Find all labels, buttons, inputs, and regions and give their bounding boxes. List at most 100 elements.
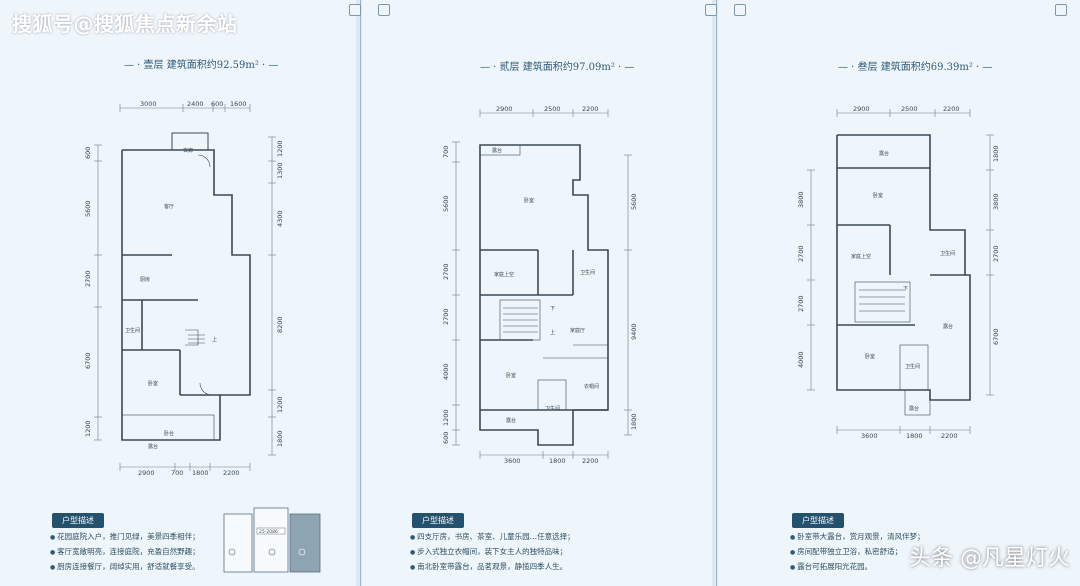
- desc-item: 露台可拓展阳光花园。: [790, 560, 925, 575]
- room-label: 家庭上空: [494, 271, 514, 278]
- floor-2-left-dim: 1200: [442, 409, 450, 426]
- floor-2-top-dim: 2200: [582, 105, 599, 113]
- floor-2-right-dim: 1800: [630, 413, 638, 430]
- floor-2-bottom-dim: 2200: [582, 457, 599, 465]
- room-label: 玄廊: [183, 147, 193, 154]
- room-label: 卫生间: [545, 405, 560, 412]
- floor-1-title: — · 壹层 建筑面积约92.59m² · —: [124, 60, 279, 71]
- panel-floor-2: [362, 0, 712, 586]
- desc-item: 四支厅房，书房、茶室、儿童乐园…任意选择；: [410, 530, 575, 545]
- floor-2-right-dim: 9400: [630, 323, 638, 340]
- floor-1-left-dim: 600: [84, 147, 92, 159]
- floor-2-desc-list: 四支厅房，书房、茶室、儿童乐园…任意选择； 步入式独立衣帽间，装下女主人的独特品…: [410, 530, 575, 575]
- floor-3-right-dim: 1800: [992, 145, 1000, 162]
- floor-1-top-dim: 2400: [187, 100, 204, 108]
- floor-1-top-dim: 3000: [140, 100, 157, 108]
- room-label: 衣帽间: [584, 383, 599, 390]
- floor-2-top-dim: 2500: [544, 105, 561, 113]
- desc-item: 客厅宽敞明亮，连接庭院，充盈自然野趣；: [50, 545, 200, 560]
- floor-2-desc-tag: 户型描述: [412, 513, 464, 528]
- watermark-bottom-right: 头条 @凡星灯火: [909, 546, 1070, 571]
- floor-2-top-dim: 2900: [496, 105, 513, 113]
- floor-1-plan: 3000 2400 600 1600 2900 700 1800 2200 60…: [84, 100, 284, 477]
- desc-item: 房间配带独立卫浴，私密舒适；: [790, 545, 925, 560]
- floor-1-left-dim: 6700: [84, 352, 92, 369]
- room-label: 卧室: [865, 353, 875, 360]
- room-label: 卧室: [524, 197, 534, 204]
- floor-1-left-dim: 2700: [84, 270, 92, 287]
- floor-3-top-dim: 2200: [943, 105, 960, 113]
- floor-1-left-dim: 1200: [84, 420, 92, 437]
- floor-2-left-dim: 4000: [442, 363, 450, 380]
- floor-1-desc-list: 花园庭院入户，推门见绿，美景四季相伴； 客厅宽敞明亮，连接庭院，充盈自然野趣； …: [50, 530, 200, 575]
- pin-icon: [349, 4, 361, 16]
- floor-2-left-dim: 5600: [442, 195, 450, 212]
- room-label: 下: [903, 286, 908, 292]
- floor-1-top-dim: 600: [211, 100, 223, 108]
- room-label: 露台: [909, 405, 919, 412]
- desc-item: 花园庭院入户，推门见绿，美景四季相伴；: [50, 530, 200, 545]
- floor-1-right-dim: 4300: [276, 210, 284, 227]
- floor-2-bottom-dim: 3600: [504, 457, 521, 465]
- room-label: 下: [550, 306, 555, 312]
- floor-2-left-dim: 2700: [442, 308, 450, 325]
- floor-3-right-dim: 2700: [992, 245, 1000, 262]
- room-label: 卫生间: [125, 327, 140, 334]
- floor-3-left-dim: 4000: [797, 351, 805, 368]
- desc-item: 厨房连接餐厅，阔绰实用，舒适就餐享受。: [50, 560, 200, 575]
- floor-3-bottom-dim: 2200: [941, 432, 958, 440]
- room-label: 家庭厅: [570, 327, 585, 334]
- floor-1-right-dim: 8200: [276, 316, 284, 333]
- room-label: 露台: [148, 443, 158, 450]
- panel-divider-line: [716, 0, 717, 586]
- floor-1-right-dim: 1800: [276, 430, 284, 447]
- floor-1-bottom-dim: 700: [171, 469, 183, 477]
- floor-3-desc-list: 卧室带大露台，赏月观景，清风伴梦； 房间配带独立卫浴，私密舒适； 露台可拓展阳光…: [790, 530, 925, 575]
- floor-3-top-dim: 2500: [901, 105, 918, 113]
- room-label: 客厅: [164, 203, 174, 210]
- floor-2-left-dim: 700: [442, 146, 450, 158]
- room-label: 上: [212, 336, 217, 343]
- floor-2-left-dim: 600: [442, 432, 450, 444]
- panel-floor-1: [0, 0, 356, 586]
- floor-2-title: — · 贰层 建筑面积约97.09m² · —: [480, 62, 635, 73]
- desc-item: 南北卧室带露台，品茗观景，静揽四季人生。: [410, 560, 575, 575]
- floor-1-right-dim: 1300: [276, 162, 284, 179]
- floor-3-left-dim: 3800: [797, 191, 805, 208]
- room-label: 露台: [506, 417, 516, 424]
- room-label: 家庭上空: [851, 253, 871, 260]
- panel-floor-3: [718, 0, 1080, 586]
- panel-divider-line: [360, 0, 361, 586]
- floor-3-top-dim: 2900: [853, 105, 870, 113]
- room-label: 卧室: [148, 380, 158, 387]
- pin-icon: [378, 4, 390, 16]
- room-label: 上: [550, 329, 555, 336]
- panel-divider: [712, 0, 718, 586]
- floor-1-top-dim: 1600: [230, 100, 247, 108]
- floor-3-bottom-dim: 1800: [906, 432, 923, 440]
- floor-1-desc-tag: 户型描述: [52, 513, 104, 528]
- pin-icon: [705, 4, 717, 16]
- room-label: 卧室: [506, 372, 516, 379]
- floor-1-left-dim: 5600: [84, 200, 92, 217]
- desc-item: 卧室带大露台，赏月观景，清风伴梦；: [790, 530, 925, 545]
- room-label: 卫生间: [905, 363, 920, 370]
- room-label: 卫生间: [940, 250, 955, 257]
- floor-3-right-dim: 6700: [992, 328, 1000, 345]
- floor-3-plan: 2900 2500 2200 3600 1800 2200 3800 2700 …: [797, 105, 1000, 440]
- floor-2-right-dim: 5600: [630, 193, 638, 210]
- watermark-top-left: 搜狐号@搜狐焦点新余站: [12, 12, 238, 36]
- thumb-label: 25-2086: [259, 529, 278, 535]
- pin-icon: [1055, 4, 1067, 16]
- floor-3-title: — · 叁层 建筑面积约69.39m² · —: [838, 62, 993, 73]
- floor-3-desc-tag: 户型描述: [792, 513, 844, 528]
- room-label: 卧台: [164, 430, 174, 437]
- floor-2-bottom-dim: 1800: [549, 457, 566, 465]
- floor-1-right-dim: 1200: [276, 140, 284, 157]
- room-label: 卫生间: [580, 269, 595, 276]
- floor-3-left-dim: 2700: [797, 245, 805, 262]
- room-label: 厨房: [140, 276, 150, 283]
- floor-3-bottom-dim: 3600: [861, 432, 878, 440]
- floor-2-left-dim: 2700: [442, 263, 450, 280]
- floor-2-plan: 2900 2500 2200 3600 1800 2200 700 5600 2…: [442, 105, 638, 465]
